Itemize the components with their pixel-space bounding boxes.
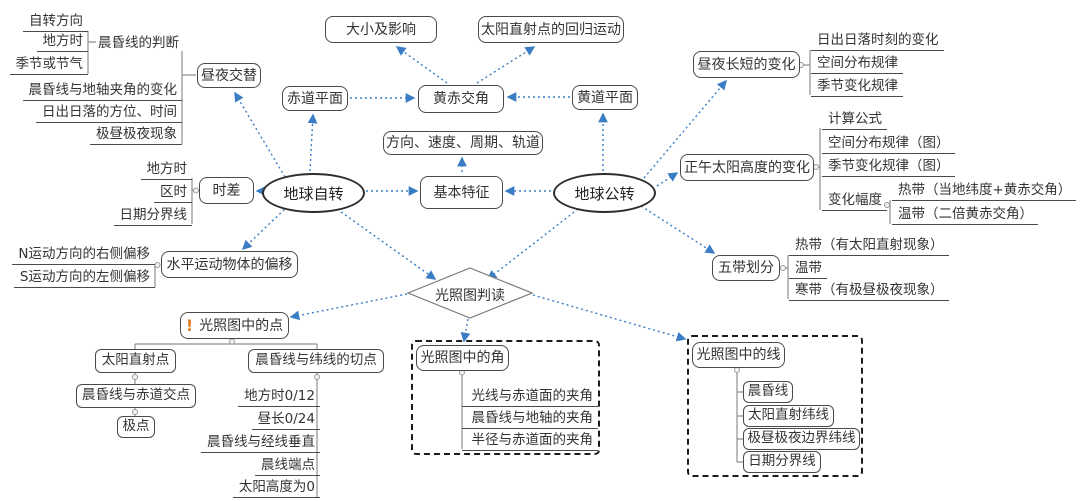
- node-season-or-solar-term[interactable]: 季节或节气: [9, 56, 88, 75]
- node-size-and-influence[interactable]: 大小及影响: [325, 16, 437, 43]
- node-zone-time[interactable]: 区时: [154, 184, 192, 203]
- node-spatial-distribution-rule[interactable]: 空间分布规律: [811, 55, 903, 74]
- node-day-night-length-change[interactable]: 昼夜长短的变化: [693, 51, 800, 78]
- node-twilight-axis-angle-change[interactable]: 晨昏线与地轴夹角的变化: [22, 82, 182, 101]
- node-morning-line-endpoint[interactable]: 晨线端点: [255, 457, 320, 476]
- node-earth-rotation[interactable]: 地球自转: [262, 173, 365, 213]
- node-local-time-left[interactable]: 地方时: [140, 161, 192, 180]
- node-local-time-top[interactable]: 地方时: [36, 33, 88, 52]
- node-variation-amplitude[interactable]: 变化幅度: [822, 192, 887, 211]
- node-direction-speed-period-orbit[interactable]: 方向、速度、周期、轨道: [383, 131, 543, 155]
- node-twilight-latitude-tangent-point[interactable]: 晨昏线与纬线的切点: [248, 349, 384, 373]
- node-points-in-illumination-map[interactable]: ! 光照图中的点: [180, 312, 289, 339]
- node-day-night-alternation[interactable]: 昼夜交替: [197, 63, 261, 88]
- node-subsolar-latitude-line[interactable]: 太阳直射纬线: [743, 405, 834, 427]
- node-temperate-zone[interactable]: 温带: [789, 260, 827, 279]
- node-polar-day-night-boundary-latitude[interactable]: 极昼极夜边界纬线: [743, 428, 860, 450]
- node-tropics-direct-sunlight[interactable]: 热带（有太阳直射现象）: [789, 237, 949, 256]
- node-illumination-map-interpretation[interactable]: 光照图判读: [435, 288, 505, 304]
- node-ecliptic-obliquity[interactable]: 黄赤交角: [418, 85, 504, 113]
- node-ecliptic-plane[interactable]: 黄道平面: [572, 85, 638, 110]
- node-twilight-axis-angle[interactable]: 晨昏线与地轴的夹角: [462, 410, 598, 429]
- node-sunrise-sunset-direction-time[interactable]: 日出日落的方位、时间: [36, 104, 182, 123]
- node-time-difference[interactable]: 时差: [199, 177, 254, 204]
- points-in-illumination-map-label: 光照图中的点: [199, 317, 284, 334]
- node-north-right-deflection[interactable]: N运动方向的右侧偏移: [12, 246, 155, 265]
- node-polar-day-night-phenomenon[interactable]: 极昼极夜现象: [90, 126, 182, 145]
- node-subsolar-point[interactable]: 太阳直射点: [95, 349, 176, 373]
- node-twilight-line-judgement[interactable]: 晨昏线的判断: [98, 35, 179, 51]
- node-light-equatorial-plane-angle[interactable]: 光线与赤道面的夹角: [462, 388, 598, 407]
- node-rotation-direction[interactable]: 自转方向: [23, 13, 88, 32]
- lines-group-frame: [687, 335, 863, 477]
- node-pole-point[interactable]: 极点: [117, 416, 155, 438]
- node-tropics-local-latitude-plus-obliquity[interactable]: 热带（当地纬度+黄赤交角）: [892, 182, 1077, 201]
- decision-diamond[interactable]: [406, 267, 534, 319]
- node-equatorial-plane[interactable]: 赤道平面: [282, 86, 348, 111]
- node-radius-equatorial-plane-angle[interactable]: 半径与赤道面的夹角: [462, 432, 598, 451]
- node-day-length-0-24[interactable]: 昼长0/24: [251, 411, 320, 430]
- node-local-time-0-12[interactable]: 地方时0/12: [238, 388, 320, 407]
- node-twilight-perpendicular-meridian[interactable]: 晨昏线与经线垂直: [201, 434, 320, 453]
- node-date-boundary-left[interactable]: 日期分界线: [113, 207, 192, 226]
- node-date-boundary-right[interactable]: 日期分界线: [743, 451, 821, 473]
- angles-group-frame: [411, 340, 600, 455]
- node-temperate-double-obliquity[interactable]: 温带（二倍黄赤交角）: [892, 206, 1038, 225]
- node-noon-sun-altitude-change[interactable]: 正午太阳高度的变化: [680, 154, 814, 181]
- node-five-zone-division[interactable]: 五带划分: [712, 255, 780, 281]
- node-twilight-line[interactable]: 晨昏线: [743, 381, 793, 403]
- node-twilight-equator-intersection[interactable]: 晨昏线与赤道交点: [76, 384, 196, 408]
- node-sun-altitude-zero[interactable]: 太阳高度为0: [232, 479, 320, 498]
- exclamation-icon: !: [185, 315, 194, 335]
- node-sunrise-sunset-moment-change[interactable]: 日出日落时刻的变化: [811, 32, 944, 51]
- node-south-left-deflection[interactable]: S运动方向的左侧偏移: [13, 269, 155, 288]
- node-spatial-distribution-rule-figure[interactable]: 空间分布规律（图）: [822, 135, 955, 154]
- node-seasonal-variation-rule[interactable]: 季节变化规律: [811, 78, 903, 97]
- node-earth-revolution[interactable]: 地球公转: [553, 173, 656, 213]
- node-angles-in-illumination-map[interactable]: 光照图中的角: [416, 345, 509, 371]
- node-frigid-zone-polar-day-night[interactable]: 寒带（有极昼极夜现象）: [789, 282, 949, 301]
- node-subsolar-point-return-movement[interactable]: 太阳直射点的回归运动: [478, 16, 624, 43]
- node-seasonal-variation-rule-figure[interactable]: 季节变化规律（图）: [822, 158, 955, 177]
- node-lines-in-illumination-map[interactable]: 光照图中的线: [692, 342, 785, 368]
- node-horizontal-motion-deflection[interactable]: 水平运动物体的偏移: [161, 251, 298, 278]
- node-basic-characteristics[interactable]: 基本特征: [420, 176, 503, 209]
- node-calculation-formula[interactable]: 计算公式: [822, 111, 887, 130]
